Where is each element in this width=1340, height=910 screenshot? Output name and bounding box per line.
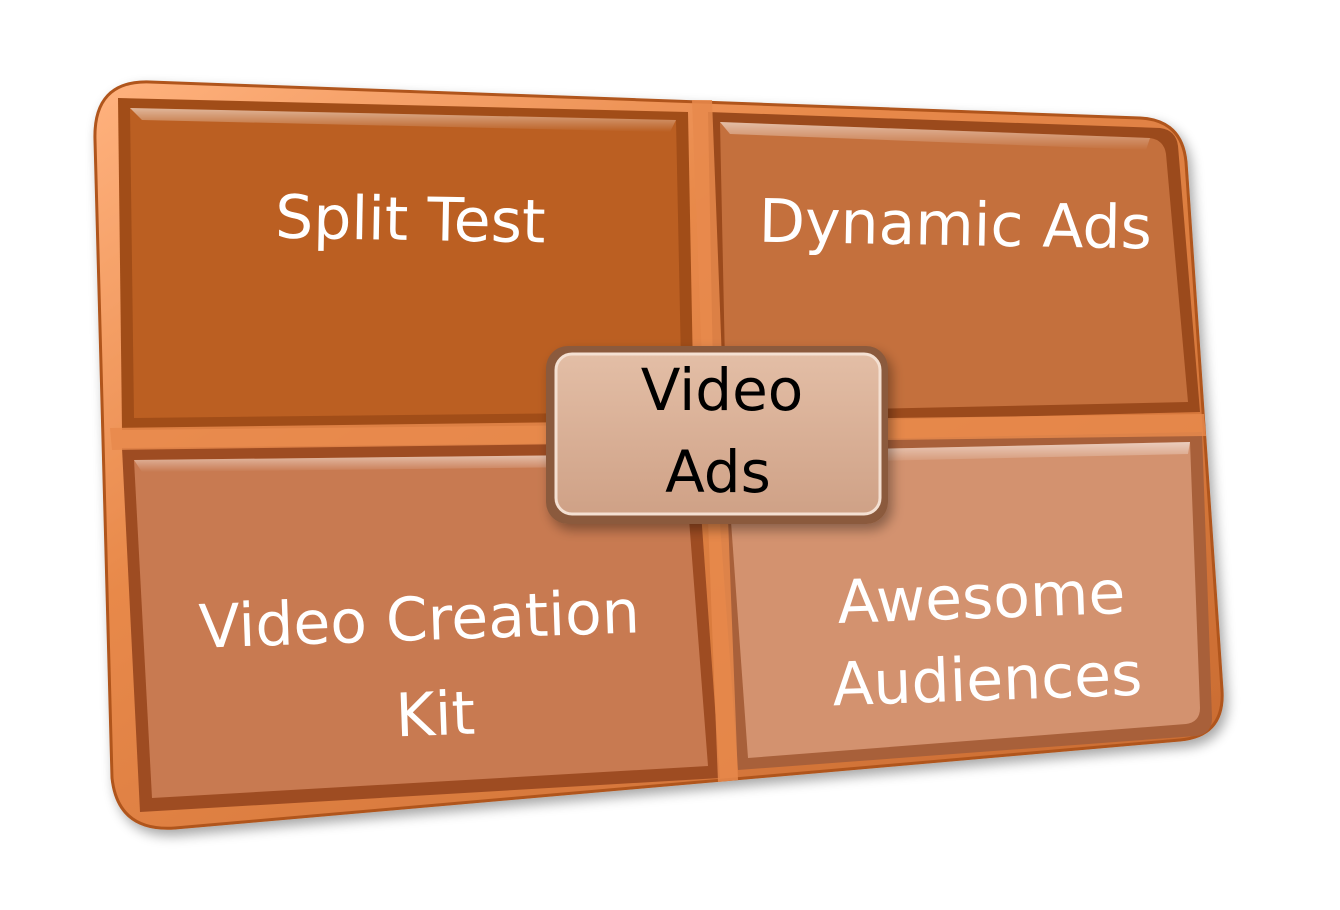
quadrant-top-left-panel	[130, 108, 682, 418]
quadrant-bottom-left-label-line1: Video Creation	[198, 577, 641, 662]
quadrant-bottom-left-label-line2: Kit	[394, 679, 476, 752]
quadrant-bottom-left: Video Creation Kit	[122, 442, 720, 812]
center-box-panel	[554, 352, 882, 516]
quadrant-top-right-panel	[720, 122, 1188, 412]
quadrant-bottom-left-panel	[134, 454, 708, 798]
center-label-line2: Ads	[665, 438, 771, 506]
quadrant-bottom-right-label-line1: Awesome	[836, 558, 1126, 638]
quadrant-top-left-label: Split Test	[275, 183, 546, 258]
center-label-line1: Video	[641, 356, 804, 424]
quadrant-bottom-right-label-line2: Audiences	[831, 640, 1143, 721]
quadrant-top-left: Split Test	[118, 98, 694, 430]
center-box: Video Ads	[546, 346, 888, 524]
quadrant-top-right-label: Dynamic Ads	[758, 187, 1152, 264]
